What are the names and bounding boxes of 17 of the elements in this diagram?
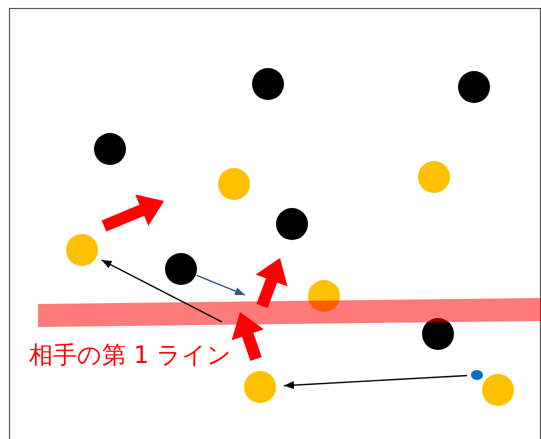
arrow (101, 259, 222, 323)
player-circle (252, 68, 284, 100)
arrow (196, 274, 246, 296)
line-label: 相手の第 1 ライン (29, 340, 232, 370)
player-circle (66, 234, 98, 266)
player-circle (276, 208, 308, 240)
player-circle (458, 71, 490, 103)
player-circle (308, 280, 340, 312)
player-circle (422, 318, 454, 350)
player-circle (482, 374, 514, 406)
player-circle (165, 253, 197, 285)
player-circle (244, 371, 276, 403)
ball-dot (471, 370, 483, 380)
player-circle (418, 161, 450, 193)
player-circle (94, 133, 126, 165)
player-circle (218, 168, 250, 200)
arrow (284, 374, 468, 390)
